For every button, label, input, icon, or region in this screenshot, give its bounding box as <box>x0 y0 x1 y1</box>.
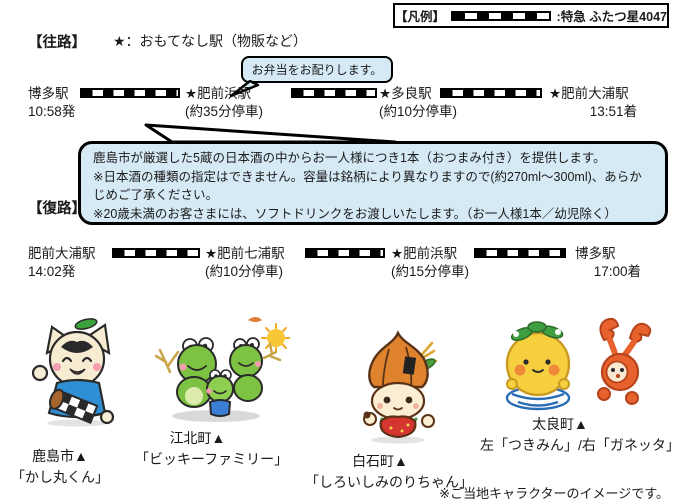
mascot-label-kouhoku: 江北町▲ 「ビッキーファミリー」 <box>135 428 289 470</box>
mascot-name: 左「つきみん」/右「ガネッタ」 <box>480 437 673 453</box>
station-name: ★多良駅 <box>379 86 432 101</box>
vicky-family-mascot-illustration <box>154 317 290 422</box>
station-time: 17:00着 <box>593 264 641 279</box>
station-stop-note: (約15分停車) <box>391 264 470 279</box>
outbound-station-hizenoura: ★肥前大浦駅 13:51着 <box>549 85 637 121</box>
legend-box: 【凡例】 :特急 ふたつ星4047 <box>393 3 669 28</box>
station-name: ★肥前大浦駅 <box>549 86 629 101</box>
station-stop-note: (約35分停車) <box>185 104 264 119</box>
tsukimin-ganetta-mascot-illustration <box>505 317 652 411</box>
station-time: 10:58発 <box>28 104 76 119</box>
mascot-label-kashima: 鹿島市▲ 「かし丸くん」 <box>0 446 120 488</box>
outbound-station-hakata: 博多駅 10:58発 <box>28 85 75 121</box>
mascot-name: 「かし丸くん」 <box>11 469 109 485</box>
omotenashi-note: ★：おもてなし駅（物販など） <box>113 33 307 49</box>
legend-label: 【凡例】 <box>395 10 446 24</box>
bento-bubble: お弁当をお配りします。 <box>241 56 393 83</box>
railway-line-segment <box>291 88 377 98</box>
railway-line-segment <box>112 248 200 258</box>
station-name: 博多駅 <box>575 246 616 261</box>
railway-line-icon <box>451 10 551 21</box>
station-name: 博多駅 <box>28 86 69 101</box>
legend-train-name: :特急 ふたつ星4047 <box>556 10 667 24</box>
station-time: 14:02発 <box>28 264 76 279</box>
bento-bubble-text: お弁当をお配りします。 <box>251 63 383 77</box>
inbound-heading: 【復路】 <box>28 201 86 217</box>
mascot-label-shiroishi: 白石町▲ 「しろいしみのりちゃん」 <box>305 451 473 493</box>
inbound-station-hizenoura: 肥前大浦駅 14:02発 <box>28 245 96 281</box>
mascot-area: 白石町▲ <box>352 453 408 469</box>
inbound-station-hizenhama: ★肥前浜駅 (約15分停車) <box>391 245 469 281</box>
outbound-station-tara: ★多良駅 (約10分停車) <box>379 85 457 121</box>
station-name: ★肥前七浦駅 <box>205 246 285 261</box>
inbound-station-hakata: 博多駅 17:00着 <box>575 245 641 281</box>
station-time: 13:51着 <box>589 104 637 119</box>
shiroishi-minori-mascot-illustration <box>363 330 438 444</box>
inbound-station-hizennanaura: ★肥前七浦駅 (約10分停車) <box>205 245 285 281</box>
station-name: ★肥前浜駅 <box>185 86 252 101</box>
sake-callout-line2: ※日本酒の種類の指定はできません。容量は銘柄により異なりますので(約270ml～… <box>93 169 642 203</box>
character-image-disclaimer: ※ご当地キャラクターのイメージです。 <box>439 486 669 501</box>
mascot-name: 「しろいしみのりちゃん」 <box>305 474 473 490</box>
railway-line-segment <box>474 248 566 258</box>
mascot-area: 太良町▲ <box>532 416 588 432</box>
railway-line-segment <box>440 88 542 98</box>
sake-callout-line3: ※20歳未満のお客さまには、ソフトドリンクをお渡しいたします。（お一人様1本／幼… <box>93 206 617 221</box>
station-stop-note: (約10分停車) <box>205 264 284 279</box>
station-stop-note: (約10分停車) <box>379 104 458 119</box>
railway-line-segment <box>305 248 385 258</box>
sake-callout-line1: 鹿島市が厳選した5蔵の日本酒の中からお一人様につき1本（おつまみ付き）を提供しま… <box>93 151 606 165</box>
bento-bubble-tail <box>229 80 260 98</box>
sake-callout: 鹿島市が厳選した5蔵の日本酒の中からお一人様につき1本（おつまみ付き）を提供しま… <box>78 141 668 225</box>
station-name: 肥前大浦駅 <box>28 246 96 261</box>
outbound-heading: 【往路】 <box>28 35 86 51</box>
mascot-label-tara: 太良町▲ 左「つきみん」/右「ガネッタ」 <box>480 414 673 456</box>
mascot-name: 「ビッキーファミリー」 <box>135 451 289 467</box>
kashimaru-mascot-illustration <box>31 318 115 427</box>
railway-line-segment <box>80 88 180 98</box>
outbound-station-hizenhama: ★肥前浜駅 (約35分停車) <box>185 85 263 121</box>
station-name: ★肥前浜駅 <box>391 246 458 261</box>
mascot-area: 鹿島市▲ <box>32 448 88 464</box>
mascot-area: 江北町▲ <box>169 430 226 446</box>
